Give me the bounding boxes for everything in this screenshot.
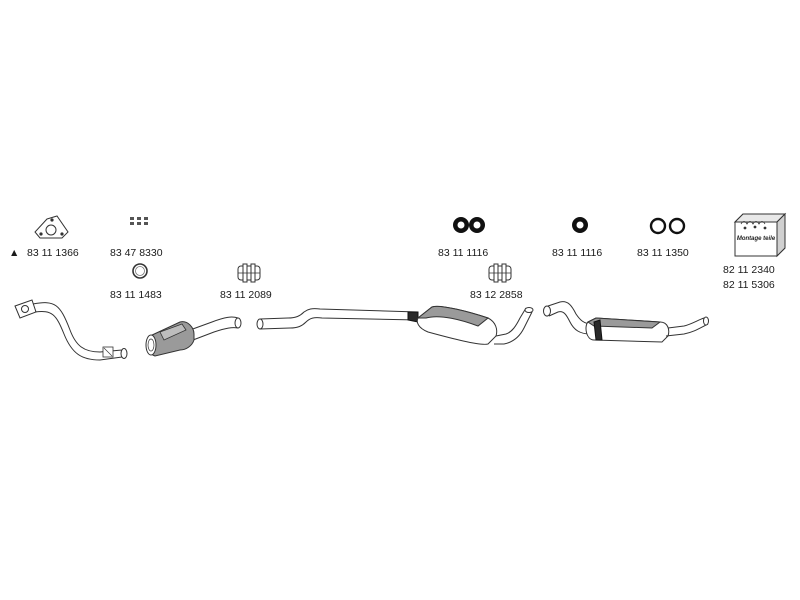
bolt-set-icon — [130, 217, 148, 225]
center-muffler — [416, 305, 534, 345]
rubber-mount-pair-1-icon — [453, 217, 485, 233]
clamp-2-number: 83 12 2858 — [470, 289, 523, 301]
front-pipe — [14, 299, 128, 361]
rubber-ring-pair-number: 83 11 1350 — [637, 247, 689, 259]
clamp-1-number: 83 11 2089 — [220, 289, 272, 301]
flange-gasket-number: 83 11 1366 — [27, 247, 79, 259]
seal-ring-icon — [132, 263, 148, 279]
rubber-mount-single-number: 83 11 1116 — [552, 247, 602, 259]
mounting-kit-box-icon: Montage teile — [733, 212, 787, 258]
middle-pipe — [256, 308, 419, 330]
rear-muffler-section — [543, 301, 709, 343]
flange-gasket-marker: ▲ — [9, 247, 19, 259]
clamp-2-icon — [488, 263, 512, 283]
mounting-kit-number-2: 82 11 5306 — [723, 279, 775, 291]
mounting-kit-number-1: 82 11 2340 — [723, 264, 775, 276]
rubber-mount-single-icon — [572, 217, 588, 233]
bolt-set-number: 83 47 8330 — [110, 247, 163, 259]
catalytic-converter-section — [145, 316, 242, 357]
flange-gasket-icon — [34, 215, 69, 239]
seal-ring-number: 83 11 1483 — [110, 289, 162, 301]
rubber-ring-pair-icon — [649, 217, 686, 235]
rubber-mount-pair-1-number: 83 11 1116 — [438, 247, 488, 259]
clamp-1-icon — [237, 263, 261, 283]
mounting-kit-box-text: Montage teile — [737, 236, 776, 242]
